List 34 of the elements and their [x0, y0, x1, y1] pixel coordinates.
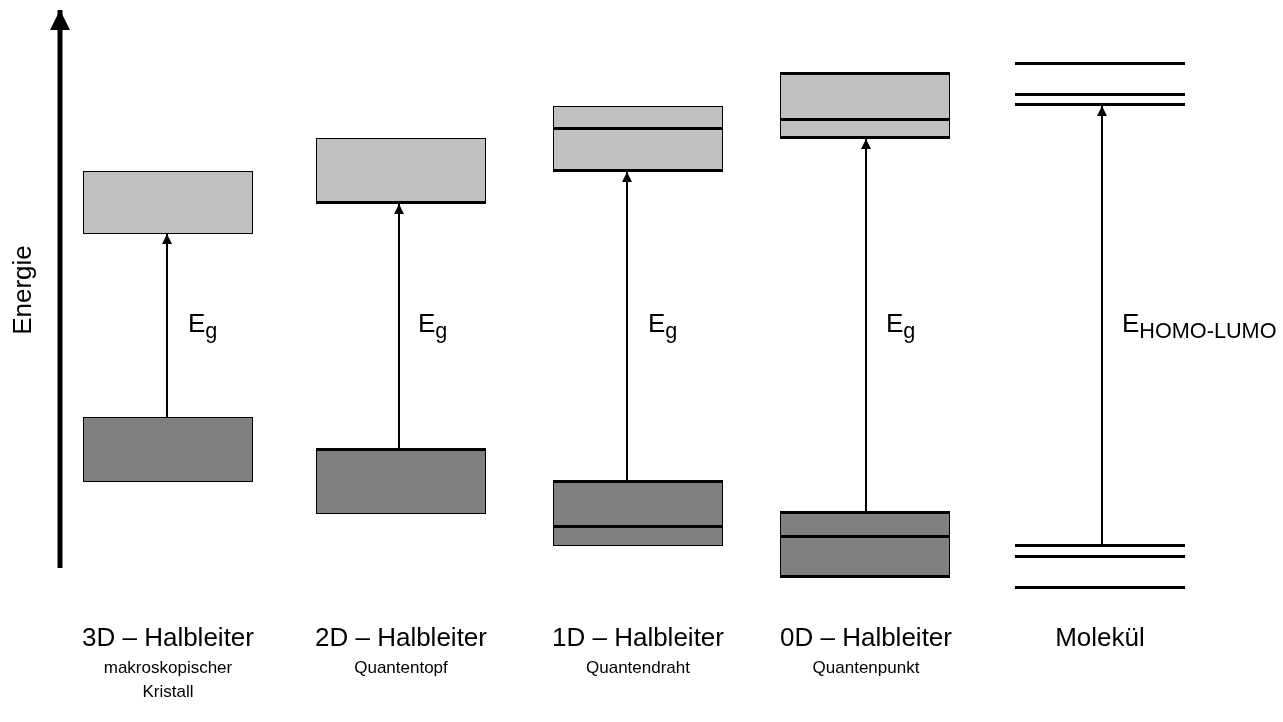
- energy-level-line: [1015, 544, 1185, 547]
- energy-level-line: [1015, 93, 1185, 96]
- column-title: 3D – Halbleiter: [82, 622, 254, 653]
- edge-label: E$_{HOMO-LUMO}$: [1122, 308, 1277, 345]
- energy-level-line: [1015, 62, 1185, 65]
- arrow: [394, 203, 404, 449]
- energy-band: [780, 72, 950, 139]
- energy-band: [316, 448, 486, 514]
- arrow: [622, 171, 632, 481]
- column-title: 0D – Halbleiter: [780, 622, 952, 653]
- column-subtitle: Quantenpunkt: [811, 657, 921, 679]
- column-title: 2D – Halbleiter: [315, 622, 487, 653]
- arrow: [1097, 105, 1107, 545]
- arrow: [861, 138, 871, 512]
- energy-band: [553, 106, 723, 172]
- energy-level-line: [1015, 586, 1185, 589]
- column-subtitle: makroskopischer Kristall: [102, 657, 234, 703]
- energy-level-line: [1015, 103, 1185, 106]
- edge-label: E$_{g}$: [188, 308, 218, 345]
- column-subtitle: Quantendraht: [585, 657, 691, 679]
- edge-label: E$_{g}$: [648, 308, 678, 345]
- energy-band: [553, 480, 723, 546]
- column-title: 1D – Halbleiter: [552, 622, 724, 653]
- arrow: [162, 233, 172, 418]
- energy-level-line: [1015, 555, 1185, 558]
- edge-label: E$_{g}$: [418, 308, 448, 345]
- column-title: Molekül: [1055, 622, 1145, 653]
- energy-band: [780, 511, 950, 578]
- energy-band: [316, 138, 486, 204]
- axis-label: Energie: [6, 245, 38, 335]
- energy-band: [83, 171, 253, 234]
- energy-band: [83, 417, 253, 482]
- column-subtitle: Quantentopf: [353, 657, 449, 679]
- edge-label: E$_{g}$: [886, 308, 916, 345]
